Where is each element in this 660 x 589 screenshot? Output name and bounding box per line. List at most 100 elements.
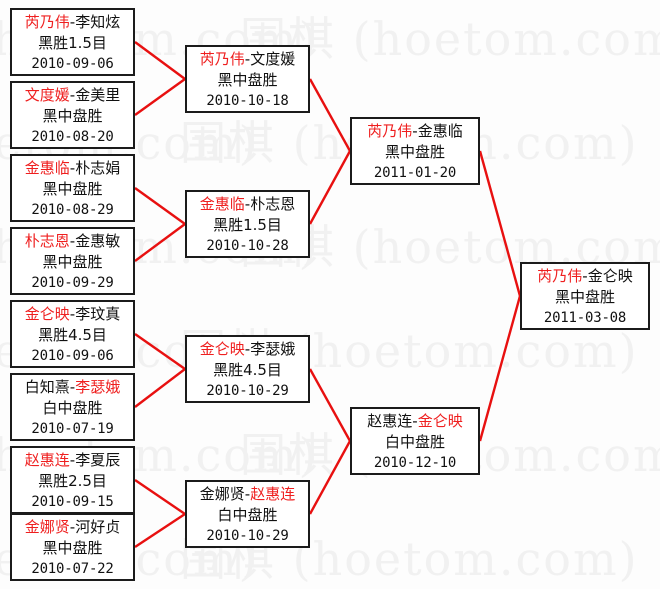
connector-r2m2-to-sf1: [308, 150, 352, 225]
match-result: 黑中盘胜: [217, 71, 278, 89]
loser-name: 李夏辰: [75, 451, 121, 469]
winner-name: 李瑟娥: [75, 378, 121, 396]
player-separator: -: [69, 305, 76, 323]
match-players: 朴志恩-金惠敏: [12, 231, 133, 252]
loser-name: 金惠临: [417, 122, 463, 140]
match-result: 黑中盘胜: [42, 180, 103, 198]
player-separator: -: [244, 340, 251, 358]
match-players: 赵惠连-金仑映: [352, 411, 478, 432]
player-separator: -: [244, 485, 251, 503]
loser-name: 朴志恩: [250, 195, 296, 213]
match-result: 白中盘胜: [384, 433, 445, 451]
loser-name: 文度媛: [250, 50, 296, 68]
connector-sf2-to-f1: [478, 295, 522, 442]
match-box-r2m3[interactable]: 金仑映-李瑟娥黑胜4.5目 2010-10-29: [185, 335, 310, 403]
match-date: 2011-03-08: [543, 310, 627, 326]
winner-name: 金惠临: [24, 159, 70, 177]
connector-r1m2-to-r2m1: [134, 78, 186, 116]
loser-name: 李瑟娥: [250, 340, 296, 358]
player-separator: -: [69, 378, 76, 396]
connector-r1m4-to-r2m2: [134, 223, 186, 262]
connector-r1m7-to-r2m4: [134, 479, 186, 515]
player-separator: -: [69, 159, 76, 177]
connector-r2m4-to-sf2: [308, 440, 352, 515]
match-players: 赵惠连-李夏辰: [12, 450, 133, 471]
match-players: 金仑映-李瑟娥: [187, 339, 308, 360]
loser-name: 河好贞: [75, 518, 121, 536]
match-players: 金娜贤-河好贞: [12, 517, 133, 538]
connector-r1m6-to-r2m3: [134, 368, 186, 408]
player-separator: -: [412, 122, 418, 140]
match-players: 金娜贤-赵惠连: [187, 484, 308, 505]
match-players: 芮乃伟-金仑映: [522, 266, 648, 287]
match-date: 2010-12-10: [373, 455, 457, 471]
player-separator: -: [244, 195, 251, 213]
match-result: 黑中盘胜: [42, 107, 103, 125]
connector-sf1-to-f1: [478, 150, 522, 297]
match-date: 2010-10-29: [206, 383, 289, 399]
player-separator: -: [69, 86, 76, 104]
loser-name: 赵惠连: [367, 412, 413, 430]
match-players: 金惠临-朴志恩: [187, 194, 308, 215]
player-separator: -: [582, 267, 588, 285]
loser-name: 金美里: [75, 86, 121, 104]
player-separator: -: [69, 518, 76, 536]
loser-name: 金娜贤: [199, 485, 245, 503]
winner-name: 芮乃伟: [367, 122, 413, 140]
connector-r1m8-to-r2m4: [134, 512, 186, 549]
match-date: 2010-10-28: [206, 238, 289, 254]
match-date: 2010-09-06: [31, 348, 114, 364]
connector-r2m3-to-sf2: [308, 368, 352, 442]
winner-name: 芮乃伟: [199, 50, 245, 68]
match-date: 2010-07-22: [31, 561, 114, 577]
match-date: 2010-10-18: [206, 93, 289, 109]
player-separator: -: [244, 50, 251, 68]
loser-name: 金惠敏: [75, 232, 121, 250]
winner-name: 金惠临: [199, 195, 245, 213]
winner-name: 文度媛: [24, 86, 70, 104]
player-separator: -: [69, 13, 76, 31]
match-box-r2m1[interactable]: 芮乃伟-文度媛黑中盘胜 2010-10-18: [185, 45, 310, 113]
match-date: 2010-09-29: [31, 275, 114, 291]
player-separator: -: [412, 412, 418, 430]
match-players: 芮乃伟-金惠临: [352, 121, 478, 142]
match-date: 2011-01-20: [373, 165, 457, 181]
match-result: 黑胜4.5目: [213, 361, 282, 379]
match-players: 文度媛-金美里: [12, 85, 133, 106]
loser-name: 李知炫: [75, 13, 121, 31]
player-separator: -: [69, 232, 76, 250]
connector-r2m1-to-sf1: [308, 78, 352, 152]
connector-r1m3-to-r2m2: [134, 187, 186, 225]
loser-name: 李玟真: [75, 305, 121, 323]
winner-name: 芮乃伟: [537, 267, 583, 285]
match-box-sf2[interactable]: 赵惠连-金仑映白中盘胜 2010-12-10: [350, 407, 480, 475]
winner-name: 金仑映: [24, 305, 70, 323]
match-result: 黑胜1.5目: [38, 34, 107, 52]
match-result: 黑中盘胜: [42, 539, 103, 557]
match-result: 白中盘胜: [42, 399, 103, 417]
match-date: 2010-10-29: [206, 528, 289, 544]
winner-name: 芮乃伟: [24, 13, 70, 31]
winner-name: 赵惠连: [250, 485, 296, 503]
match-result: 黑中盘胜: [42, 253, 103, 271]
match-date: 2010-09-15: [31, 494, 114, 510]
winner-name: 金娜贤: [24, 518, 70, 536]
loser-name: 白知熹: [24, 378, 70, 396]
match-players: 白知熹-李瑟娥: [12, 377, 133, 398]
match-players: 金仑映-李玟真: [12, 304, 133, 325]
match-box-r1m4[interactable]: 朴志恩-金惠敏黑中盘胜 2010-09-29: [10, 227, 135, 295]
match-result: 白中盘胜: [217, 506, 278, 524]
match-result: 黑胜4.5目: [38, 326, 107, 344]
